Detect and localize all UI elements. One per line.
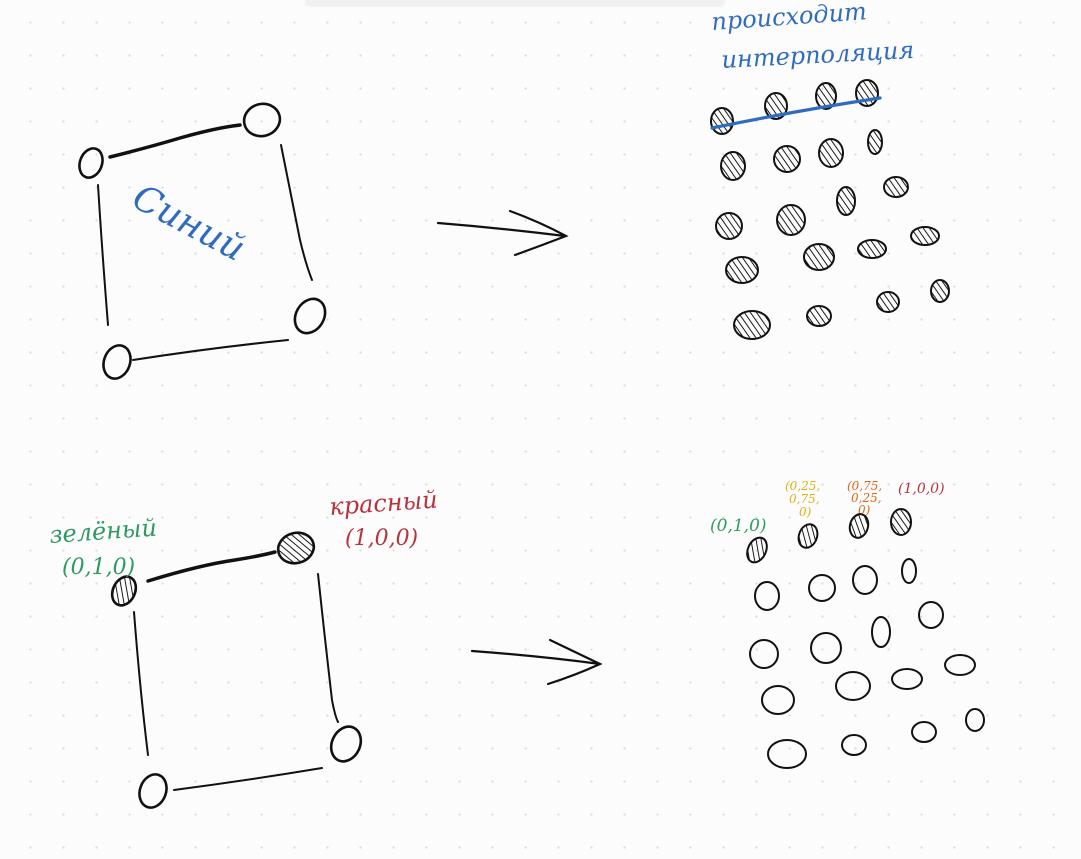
grid-pixel-circle — [715, 212, 743, 240]
top-note-line2: интерполяция — [721, 36, 915, 74]
bottom-quad-edge-top — [146, 550, 277, 583]
grid-pixel-circle — [754, 581, 780, 611]
grid-pixel-circle — [901, 558, 917, 584]
grid-pixel-circle — [776, 204, 806, 236]
grid-pixel-circle — [818, 138, 844, 168]
green-vertex-coord: (0,1,0) — [62, 555, 135, 580]
grid-pixel-circle — [841, 734, 867, 756]
top-arrow — [436, 209, 569, 257]
grid-pixel-circle — [911, 721, 937, 743]
grid-pixel-circle — [764, 92, 788, 120]
bottom-quad-edge-right — [317, 573, 339, 723]
grid-pixel-circle — [930, 279, 950, 303]
top-quad-edge-bottom — [132, 339, 289, 361]
vertex-circle — [329, 725, 363, 763]
vertex-circle — [78, 147, 104, 179]
grid-pixel-circle — [733, 310, 771, 340]
grid-pixel-circle — [836, 186, 856, 216]
top-quad-vertices — [78, 102, 327, 380]
top-interpolation-grid — [710, 79, 950, 340]
red-vertex-coord: (1,0,0) — [345, 526, 418, 551]
grid-pixel-circle — [944, 654, 976, 676]
grid-pixel-circle — [767, 739, 807, 769]
grid-pixel-circle — [965, 708, 985, 732]
vertex-green — [110, 575, 138, 607]
top-quad — [97, 123, 313, 361]
bottom-interpolation-grid — [746, 508, 985, 769]
vertex-circle — [293, 297, 327, 335]
grid-label-third-2: 0,25, — [851, 491, 882, 505]
vertex-red — [276, 531, 316, 565]
bottom-quad-vertices — [110, 531, 363, 809]
grid-pixel-circle — [761, 685, 795, 715]
grid-label-second-2: 0,75, — [789, 492, 820, 506]
grid-pixel-yellow — [797, 523, 819, 549]
grid-pixel-circle — [871, 616, 891, 648]
grid-pixel-circle — [720, 151, 746, 181]
grid-label-first: (0,1,0) — [710, 516, 767, 536]
grid-label-second-1: (0,25, — [785, 479, 820, 493]
grid-pixel-circle — [725, 256, 759, 284]
grid-pixel-circle — [852, 565, 878, 595]
grid-pixel-circle — [891, 668, 923, 690]
grid-label-fourth: (1,0,0) — [898, 481, 945, 497]
top-quad-edge-top — [108, 123, 242, 159]
red-vertex-label: красный — [328, 486, 438, 521]
grid-pixel-circle — [773, 145, 801, 173]
grid-pixel-circle — [808, 574, 836, 602]
top-row-strike-line — [710, 96, 882, 130]
grid-label-third-1: (0,75, — [847, 479, 882, 493]
grid-pixel-red — [890, 508, 912, 536]
grid-pixel-circle — [883, 176, 909, 198]
grid-pixel-circle — [857, 239, 887, 259]
grid-pixel-circle — [803, 243, 835, 271]
grid-label-second-3: 0) — [799, 505, 812, 519]
bottom-quad — [133, 550, 339, 791]
grid-pixel-circle — [910, 226, 940, 246]
top-note-line1: происходит — [710, 0, 867, 36]
vertex-circle — [102, 344, 132, 380]
top-quad-label: Синий — [126, 177, 252, 270]
toolbar-strip — [305, 0, 725, 5]
grid-pixel-circle — [810, 632, 842, 664]
bottom-quad-edge-bottom — [173, 767, 323, 791]
top-quad-edge-right — [280, 144, 313, 281]
grid-pixel-orange — [848, 513, 870, 539]
bottom-quad-edge-left — [133, 611, 149, 756]
grid-pixel-green — [746, 536, 768, 564]
vertex-circle — [138, 773, 168, 809]
grid-pixel-circle — [806, 305, 832, 327]
grid-pixel-circle — [876, 291, 900, 313]
grid-pixel-circle — [710, 107, 734, 135]
bottom-arrow — [470, 638, 603, 686]
vertex-circle — [242, 102, 282, 138]
green-vertex-label: зелёный — [48, 514, 157, 549]
grid-pixel-circle — [815, 82, 837, 110]
grid-pixel-circle — [867, 129, 883, 155]
top-quad-edge-left — [97, 184, 109, 326]
grid-pixel-circle — [835, 671, 871, 701]
grid-pixel-circle — [918, 601, 944, 629]
grid-pixel-circle — [749, 639, 779, 669]
